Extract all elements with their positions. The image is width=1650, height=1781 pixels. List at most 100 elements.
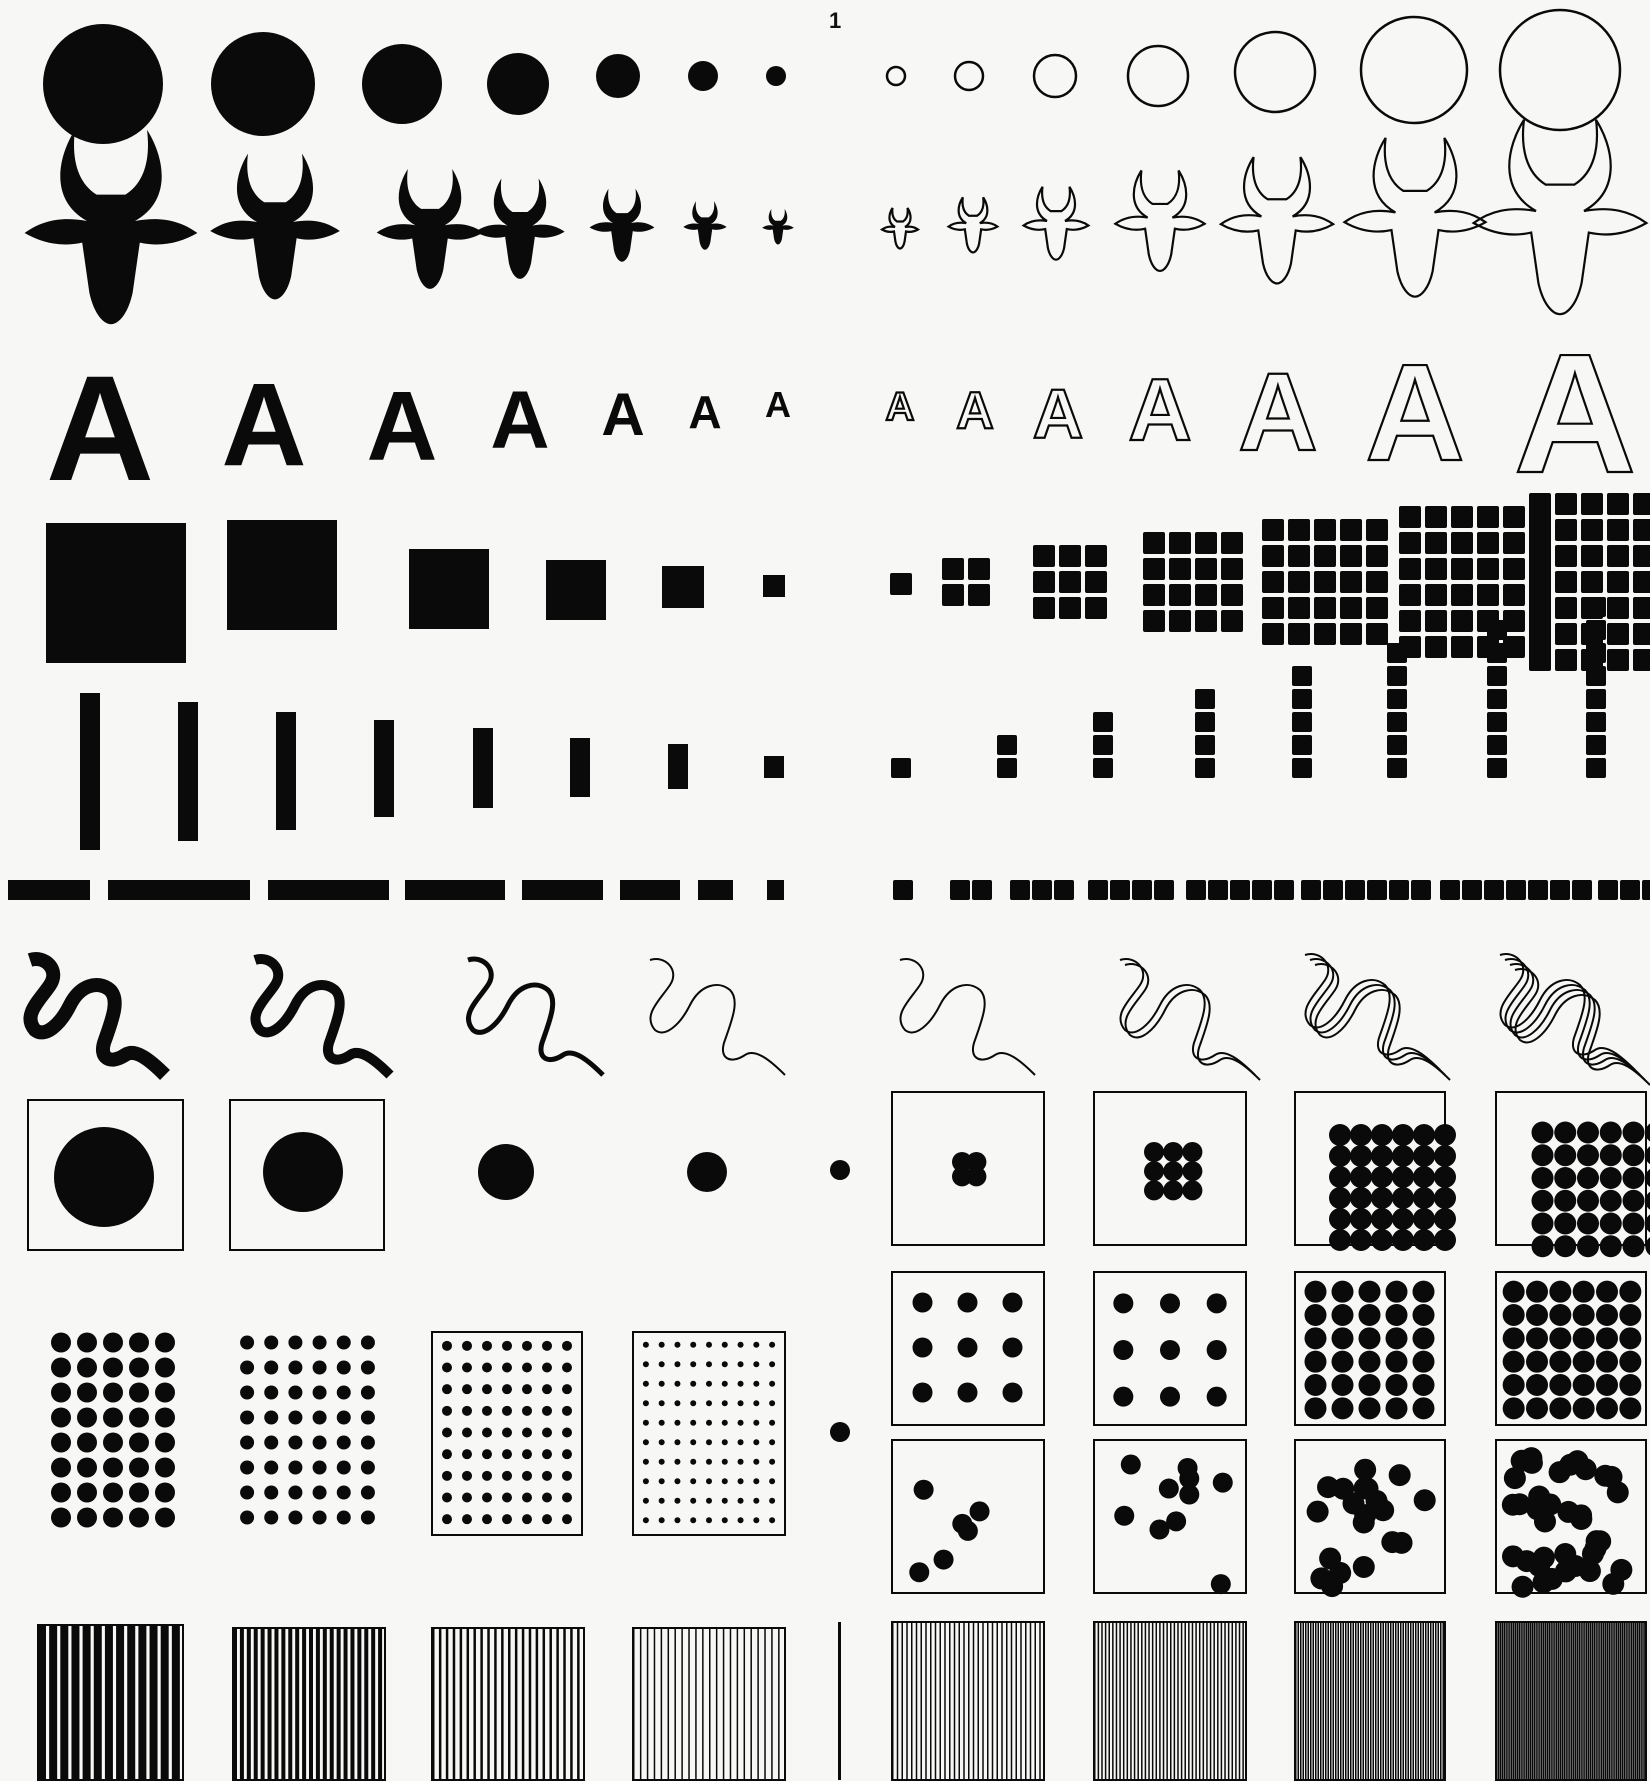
grid-dot (1600, 1235, 1622, 1257)
scatter-dot (1557, 1501, 1579, 1523)
stacked-block-cell (1586, 689, 1606, 709)
grid-dot (562, 1406, 572, 1416)
grid-dot (313, 1336, 327, 1350)
grid-dot (522, 1363, 532, 1373)
stripe-line (1562, 1622, 1564, 1780)
grid-dot (1413, 1208, 1435, 1230)
grid-dot (1329, 1166, 1351, 1188)
grid-dot (1163, 1161, 1183, 1181)
scatter-dot (1332, 1478, 1354, 1500)
grid-dot (769, 1498, 775, 1504)
letter-a-outline: A (1238, 351, 1317, 474)
grid-dot (482, 1406, 492, 1416)
grid-dot (502, 1471, 512, 1481)
grid-dot (706, 1342, 712, 1348)
grid-dot (706, 1381, 712, 1387)
grid-square-cell (1059, 545, 1081, 567)
grid-square-cell (1221, 532, 1243, 554)
grid-dot (313, 1361, 327, 1375)
grid-dot (240, 1511, 254, 1525)
grid-dot (1549, 1374, 1571, 1396)
stripe-line (1323, 1622, 1325, 1780)
stripe-line (1320, 1622, 1322, 1780)
stripe-line (330, 1628, 334, 1780)
grid-dot (1623, 1235, 1645, 1257)
grid-dot (1329, 1208, 1351, 1230)
stripe-line (1094, 1622, 1096, 1780)
grid-square-cell (1581, 545, 1603, 567)
grid-dot (522, 1471, 532, 1481)
bar-segment-cell (1230, 880, 1250, 900)
grid-square-cell (1581, 519, 1603, 541)
grid-dot (442, 1428, 452, 1438)
multi-line-wave-icon (1505, 959, 1640, 1075)
stripe-line (737, 1628, 739, 1780)
bull-heads-row (25, 120, 1647, 324)
bar-segment-cell (972, 880, 992, 900)
horizontal-bar-icon (522, 880, 603, 900)
stripe-line (1098, 1622, 1100, 1780)
stripe-line (1627, 1622, 1629, 1780)
stripe-line (1398, 1622, 1400, 1780)
grid-dot (1332, 1327, 1354, 1349)
stripe-line (1543, 1622, 1545, 1780)
stripe-line (1170, 1622, 1172, 1780)
stripe-line (1030, 1622, 1032, 1780)
stripe-line (1108, 1622, 1110, 1780)
grid-dot (1596, 1374, 1618, 1396)
bar-segment-cell (1186, 880, 1206, 900)
grid-dot (502, 1384, 512, 1394)
grid-dot (1160, 1340, 1180, 1360)
grid-dot (674, 1342, 680, 1348)
scatter-dot (1541, 1568, 1563, 1590)
bar-segment-cell (1252, 880, 1272, 900)
stripe-line (522, 1628, 525, 1780)
stripe-line (1558, 1622, 1560, 1780)
stripe-line (378, 1628, 382, 1780)
scatter-dot (1414, 1489, 1436, 1511)
stripe-line (240, 1628, 244, 1780)
grid-dot (1413, 1374, 1435, 1396)
grid-square-cell (1143, 610, 1165, 632)
grid-dot (1305, 1397, 1327, 1419)
grid-dot (1332, 1374, 1354, 1396)
grid-dot (129, 1333, 149, 1353)
multi-line-wave-icon (1500, 954, 1635, 1070)
stripe-line (1609, 1622, 1611, 1780)
scatter-dot (1329, 1562, 1351, 1584)
stripe-line (1418, 1622, 1420, 1780)
grid-dot (240, 1386, 254, 1400)
grid-dot (753, 1459, 759, 1465)
grid-dot (51, 1408, 71, 1428)
letter-a-filled: A (765, 384, 791, 425)
grid-square-cell (942, 584, 964, 606)
stripe-line (1505, 1622, 1507, 1780)
grid-dot (753, 1342, 759, 1348)
wavy-line-icon (650, 959, 785, 1075)
grid-square-cell (1477, 506, 1499, 528)
grid-dot (462, 1449, 472, 1459)
stripe-line (674, 1628, 676, 1780)
letter-a-outline: A (1365, 336, 1465, 490)
grid-dot (337, 1436, 351, 1450)
stripe-line (1601, 1622, 1603, 1780)
stacked-block-cell (1487, 643, 1507, 663)
grid-square-cell (1607, 649, 1629, 671)
grid-dot (129, 1408, 149, 1428)
grid-dot (1350, 1208, 1372, 1230)
stripe-line (1569, 1622, 1571, 1780)
stripe-line (1592, 1622, 1594, 1780)
stripe-line (1101, 1622, 1103, 1780)
grid-dot (643, 1478, 649, 1484)
grid-dot (643, 1459, 649, 1465)
stripe-line (1123, 1622, 1125, 1780)
letter-a-filled: A (601, 381, 644, 448)
grid-square-cell (1314, 519, 1336, 541)
grid-square-cell (1425, 558, 1447, 580)
filled-circle-icon (596, 54, 640, 98)
grid-dot (1386, 1374, 1408, 1396)
grid-dot (288, 1461, 302, 1475)
grid-square-cell (1425, 506, 1447, 528)
stripe-line (1535, 1622, 1537, 1780)
stripe-line (1156, 1622, 1158, 1780)
